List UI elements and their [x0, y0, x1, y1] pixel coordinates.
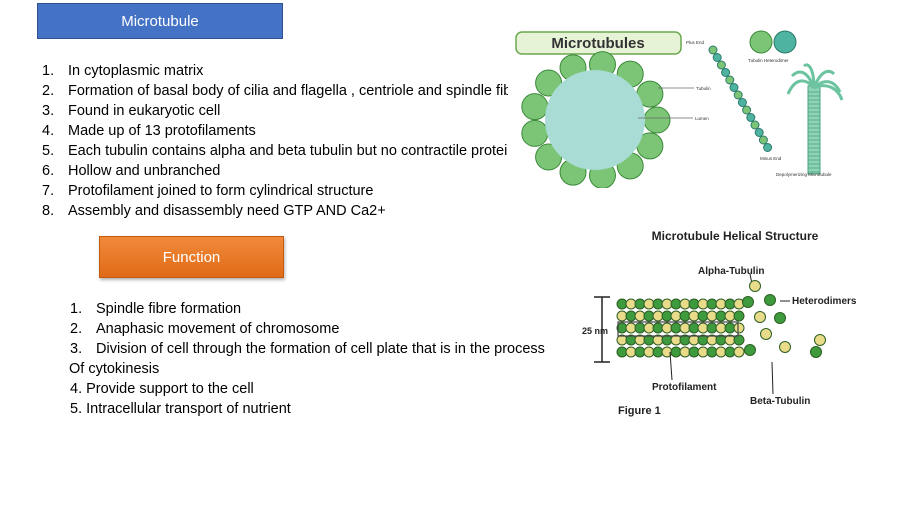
tubulin-subunit	[521, 93, 549, 121]
list-item-continuation: Of cytokinesis	[69, 361, 160, 377]
list-item: 5. Intracellular transport of nutrient	[70, 401, 291, 417]
alpha-tubulin-dimer	[749, 30, 773, 54]
figure-caption: Figure 1	[618, 405, 661, 417]
strand-subunit	[729, 83, 739, 92]
strand-subunit	[763, 143, 773, 152]
free-heterodimer	[764, 294, 776, 306]
free-heterodimer	[814, 334, 826, 346]
svg-text:Tubulin Heterodimer: Tubulin Heterodimer	[748, 58, 789, 63]
size-label: 25 nm	[582, 326, 608, 336]
strand-subunit	[742, 105, 752, 115]
list-item: 3.Division of cell through the formation…	[70, 341, 545, 357]
list-item: 7.Protofilament joined to form cylindric…	[42, 183, 374, 199]
function-label: Function	[162, 248, 221, 266]
title-box: Microtubule	[37, 3, 283, 39]
helical-structure-figure: Microtubule Helical Structure Alpha-Tubu…	[582, 229, 857, 417]
functions-list: 1.Spindle fibre formation 2.Anaphasic mo…	[69, 299, 545, 419]
strand-subunit	[754, 128, 764, 137]
tubulin-subunit	[643, 106, 671, 134]
helix-subunit	[733, 346, 745, 358]
free-heterodimer	[742, 296, 754, 308]
function-box: Function	[99, 236, 284, 278]
list-item: 1.Spindle fibre formation	[70, 301, 242, 317]
strand-subunit	[746, 113, 756, 122]
free-heterodimer	[774, 312, 786, 324]
svg-text:Minus End: Minus End	[760, 156, 782, 161]
svg-text:Depolymerizing Microtubule: Depolymerizing Microtubule	[776, 172, 832, 177]
list-item: 2.Anaphasic movement of chromosome	[70, 321, 340, 337]
fig1-heading: Microtubules	[551, 35, 644, 52]
strand-subunit	[733, 90, 743, 100]
list-item: 3.Found in eukaryotic cell	[42, 103, 221, 119]
alpha-label: Alpha-Tubulin	[698, 266, 764, 277]
helix-subunit	[733, 334, 745, 346]
strand-subunit	[716, 60, 726, 70]
heterodimers-label: Heterodimers	[792, 296, 857, 307]
slide-title: Microtubule	[121, 12, 199, 30]
helix-subunit	[733, 310, 745, 322]
list-item: 8.Assembly and disassembly need GTP AND …	[42, 203, 386, 219]
beta-label: Beta-Tubulin	[750, 396, 810, 407]
strand-subunit	[750, 120, 760, 130]
free-heterodimer	[760, 328, 772, 340]
list-item: 2.Formation of basal body of cilia and f…	[42, 83, 525, 99]
strand-subunit	[758, 135, 768, 145]
list-item: 4.Made up of 13 protofilaments	[42, 123, 256, 139]
svg-text:Tubulin: Tubulin	[696, 86, 711, 91]
strand-subunit	[712, 53, 722, 62]
microtubule-cross-section-figure: Microtubules Lumen Tubulin Plus End Minu…	[508, 28, 888, 188]
free-heterodimer	[749, 280, 761, 292]
helical-title: Microtubule Helical Structure	[652, 229, 819, 243]
beta-tubulin-dimer	[773, 30, 797, 54]
depolymerizing-microtubule	[786, 63, 844, 175]
strand-subunit	[721, 68, 731, 77]
free-heterodimer	[754, 311, 766, 323]
list-item: 1.In cytoplasmic matrix	[42, 63, 204, 79]
list-item: 6.Hollow and unbranched	[42, 163, 221, 179]
svg-text:Plus End: Plus End	[686, 40, 705, 45]
strand-subunit	[708, 45, 718, 55]
free-heterodimer	[810, 346, 822, 358]
free-heterodimer	[744, 344, 756, 356]
tubulin-subunit	[521, 119, 549, 147]
features-list: 1.In cytoplasmic matrix 2.Formation of b…	[42, 61, 524, 221]
free-heterodimer	[779, 341, 791, 353]
helix-subunit	[733, 322, 745, 334]
list-item: 4. Provide support to the cell	[70, 381, 254, 397]
helix-beads	[616, 280, 826, 358]
protofilament-label: Protofilament	[652, 382, 717, 393]
strand-subunit	[737, 98, 747, 107]
protofilament-strand	[708, 45, 773, 152]
lumen-circle	[545, 70, 645, 170]
protofilament-box	[617, 321, 739, 337]
svg-text:Lumen: Lumen	[695, 116, 709, 121]
strand-subunit	[725, 75, 735, 85]
list-item: 5.Each tubulin contains alpha and beta t…	[42, 143, 516, 159]
